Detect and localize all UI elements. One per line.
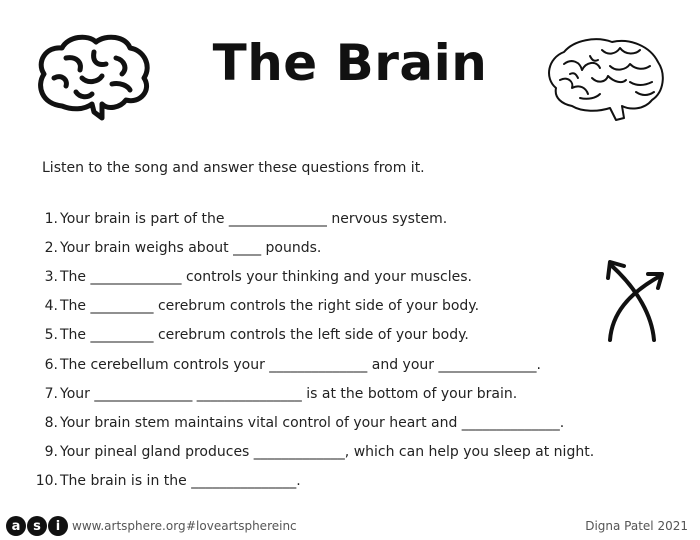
question-number: 3.: [44, 268, 58, 285]
question-item: 9. Your pineal gland produces __________…: [28, 438, 628, 467]
logo-letter: a: [6, 516, 26, 536]
question-number: 10.: [35, 473, 58, 490]
brain-outline-icon: [38, 34, 150, 121]
question-text: Your pineal gland produces _____________…: [60, 444, 595, 461]
question-item: 10. The brain is in the _______________.: [28, 467, 628, 496]
question-item: 8. Your brain stem maintains vital contr…: [28, 408, 628, 437]
page-title: The Brain: [212, 34, 488, 92]
question-item: 6. The cerebellum controls your ________…: [28, 350, 628, 379]
logo-letter: s: [27, 516, 47, 536]
footer: a s i www.artsphere.org #loveartspherein…: [0, 510, 700, 540]
question-number: 8.: [44, 414, 58, 431]
question-number: 9.: [44, 444, 58, 461]
question-text: The cerebellum controls your ___________…: [60, 356, 541, 373]
question-text: Your brain stem maintains vital control …: [60, 414, 565, 431]
question-text: Your brain weighs about ____ pounds.: [60, 239, 322, 256]
question-text: The _____________ controls your thinking…: [60, 268, 472, 285]
author-credit: Digna Patel 2021: [585, 519, 688, 533]
question-number: 7.: [44, 385, 58, 402]
brain-sketch-icon: [548, 38, 664, 121]
question-item: 5. The _________ cerebrum controls the l…: [28, 321, 628, 350]
question-number: 1.: [44, 210, 58, 227]
question-list: 1. Your brain is part of the ___________…: [28, 204, 628, 496]
question-number: 5.: [44, 327, 58, 344]
crossed-arrows-icon: [606, 260, 664, 342]
question-text: The _________ cerebrum controls the righ…: [60, 298, 480, 315]
question-text: Your brain is part of the ______________…: [60, 210, 448, 227]
question-item: 2. Your brain weighs about ____ pounds.: [28, 233, 628, 262]
question-number: 4.: [44, 298, 58, 315]
logo-letter: i: [48, 516, 68, 536]
instructions-text: Listen to the song and answer these ques…: [42, 160, 425, 176]
question-item: 3. The _____________ controls your think…: [28, 262, 628, 291]
question-number: 2.: [44, 239, 58, 256]
question-text: Your ______________ _______________ is a…: [60, 385, 518, 402]
question-item: 1. Your brain is part of the ___________…: [28, 204, 628, 233]
website-link[interactable]: www.artsphere.org: [72, 519, 186, 533]
question-item: 4. The _________ cerebrum controls the r…: [28, 292, 628, 321]
hashtag-text: #loveartsphereinc: [186, 519, 297, 533]
artsphere-logo[interactable]: a s i: [6, 516, 68, 538]
question-number: 6.: [44, 356, 58, 373]
question-text: The _________ cerebrum controls the left…: [60, 327, 469, 344]
question-text: The brain is in the _______________.: [60, 473, 301, 490]
question-item: 7. Your ______________ _______________ i…: [28, 379, 628, 408]
